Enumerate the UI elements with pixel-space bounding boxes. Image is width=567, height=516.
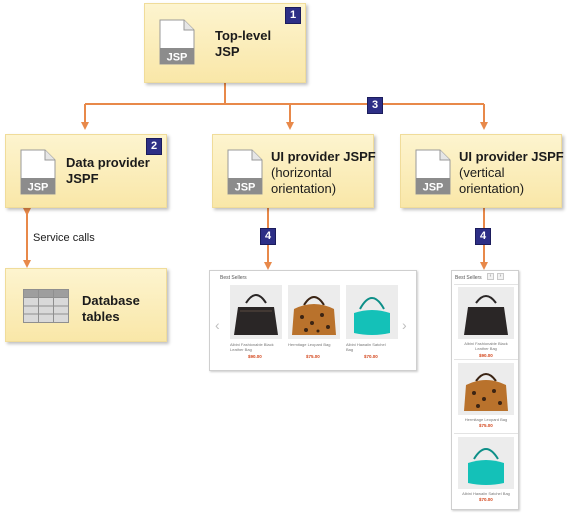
- jsp-icon-text: JSP: [235, 182, 256, 194]
- product-price: $70.00: [364, 354, 378, 359]
- widget-title: Best Sellers: [455, 275, 482, 281]
- product-card[interactable]: Albini Fashionable Black Leather Bag $90…: [230, 285, 282, 365]
- product-name: Albini Fashionable Black Leather Bag: [462, 341, 510, 351]
- product-name-line1: Hermitage Leopard Bag: [288, 342, 331, 347]
- product-image: [288, 285, 340, 339]
- product-card[interactable]: Hermitage Leopard Bag $75.00: [288, 285, 340, 365]
- carousel-prev-icon[interactable]: ‹: [215, 317, 220, 333]
- step-badge-1: 1: [285, 7, 301, 24]
- jsp-icon-text: JSP: [28, 182, 49, 194]
- ui-horizontal-line3: orientation): [271, 181, 337, 196]
- divider: [454, 359, 518, 360]
- product-name-line1: Hermitage Leopard Bag: [464, 417, 508, 422]
- widget-title: Best Sellers: [220, 275, 247, 281]
- product-price: $90.00: [479, 353, 493, 358]
- product-card[interactable]: Hermitage Leopard Bag $75.00: [458, 363, 514, 435]
- product-image: [230, 285, 282, 339]
- ui-provider-horizontal-box[interactable]: JSP UI provider JSPF (horizontal orienta…: [212, 134, 376, 208]
- jsp-file-icon: JSP: [415, 149, 451, 195]
- jsp-file-icon: JSP: [227, 149, 263, 195]
- top-level-line1: Top-level: [215, 28, 272, 43]
- product-image: [458, 363, 514, 415]
- step-badge-3: 3: [367, 97, 383, 114]
- ui-provider-vertical-box[interactable]: JSP UI provider JSPF (vertical orientati…: [400, 134, 564, 208]
- product-price: $75.00: [306, 354, 320, 359]
- product-image: [458, 287, 514, 339]
- ui-horizontal-line2: (horizontal: [271, 165, 332, 180]
- carousel-next-icon[interactable]: ›: [497, 273, 504, 280]
- divider: [454, 284, 518, 285]
- ui-horizontal-line1: UI provider JSPF: [271, 149, 376, 164]
- carousel-next-icon[interactable]: ›: [402, 317, 407, 333]
- divider: [454, 433, 518, 434]
- database-tables-box[interactable]: Database tables: [5, 268, 167, 342]
- product-price: $90.00: [248, 354, 262, 359]
- database-label: Database tables: [82, 293, 140, 325]
- jsp-icon-text: JSP: [167, 52, 188, 64]
- top-level-label: Top-level JSP: [215, 28, 271, 60]
- product-name-line1: Albini Fashionable Black: [230, 342, 274, 347]
- best-sellers-vertical-widget: Best Sellers ‹ › Albini Fashionable Blac…: [451, 270, 519, 510]
- product-name-line2: Leather Bag: [230, 347, 252, 352]
- product-price: $75.00: [479, 423, 493, 428]
- product-name-line1: Albini Fashionable Black: [464, 341, 508, 346]
- product-name-line2: Leather Bag: [475, 346, 497, 351]
- service-calls-label: Service calls: [33, 232, 95, 244]
- ui-horizontal-label: UI provider JSPF (horizontal orientation…: [271, 149, 376, 197]
- product-card[interactable]: Albini Hawaiin Satchel Bag $70.00: [458, 437, 514, 507]
- top-level-line2: JSP: [215, 44, 240, 59]
- jsp-file-icon: JSP: [159, 19, 195, 65]
- data-provider-line2: JSPF: [66, 171, 99, 186]
- product-name-line1: Albini Hawaiin Satchel: [346, 342, 386, 347]
- step-badge-2: 2: [146, 138, 162, 155]
- product-image: [458, 437, 514, 489]
- database-table-icon: [23, 289, 69, 323]
- database-line2: tables: [82, 309, 120, 324]
- jsp-icon-text: JSP: [423, 182, 444, 194]
- ui-vertical-line1: UI provider JSPF: [459, 149, 564, 164]
- data-provider-line1: Data provider: [66, 155, 150, 170]
- product-name-line2: Bag: [346, 347, 354, 352]
- data-provider-jspf-box[interactable]: JSP Data provider JSPF: [5, 134, 167, 208]
- product-name: Albini Fashionable Black Leather Bag: [230, 342, 274, 352]
- data-provider-label: Data provider JSPF: [66, 155, 150, 187]
- product-price: $70.00: [479, 497, 493, 502]
- product-name: Hermitage Leopard Bag: [462, 417, 510, 422]
- ui-vertical-line3: orientation): [459, 181, 525, 196]
- product-name: Hermitage Leopard Bag: [288, 342, 330, 347]
- database-line1: Database: [82, 293, 140, 308]
- product-name-line1: Albini Hawaiin Satchel Bag: [462, 491, 510, 496]
- product-name: Albini Hawaiin Satchel Bag: [346, 342, 386, 352]
- product-image: [346, 285, 398, 339]
- product-card[interactable]: Albini Hawaiin Satchel Bag $70.00: [346, 285, 398, 365]
- best-sellers-horizontal-widget: Best Sellers ‹ › Albini Fashionable Blac…: [209, 270, 417, 371]
- carousel-prev-icon[interactable]: ‹: [487, 273, 494, 280]
- product-name: Albini Hawaiin Satchel Bag: [460, 491, 512, 496]
- step-badge-4-horizontal: 4: [260, 228, 276, 245]
- product-card[interactable]: Albini Fashionable Black Leather Bag $90…: [458, 287, 514, 359]
- step-badge-4-vertical: 4: [475, 228, 491, 245]
- jsp-file-icon: JSP: [20, 149, 56, 195]
- ui-vertical-label: UI provider JSPF (vertical orientation): [459, 149, 564, 197]
- top-level-jsp-box[interactable]: JSP Top-level JSP: [144, 3, 306, 83]
- ui-vertical-line2: (vertical: [459, 165, 505, 180]
